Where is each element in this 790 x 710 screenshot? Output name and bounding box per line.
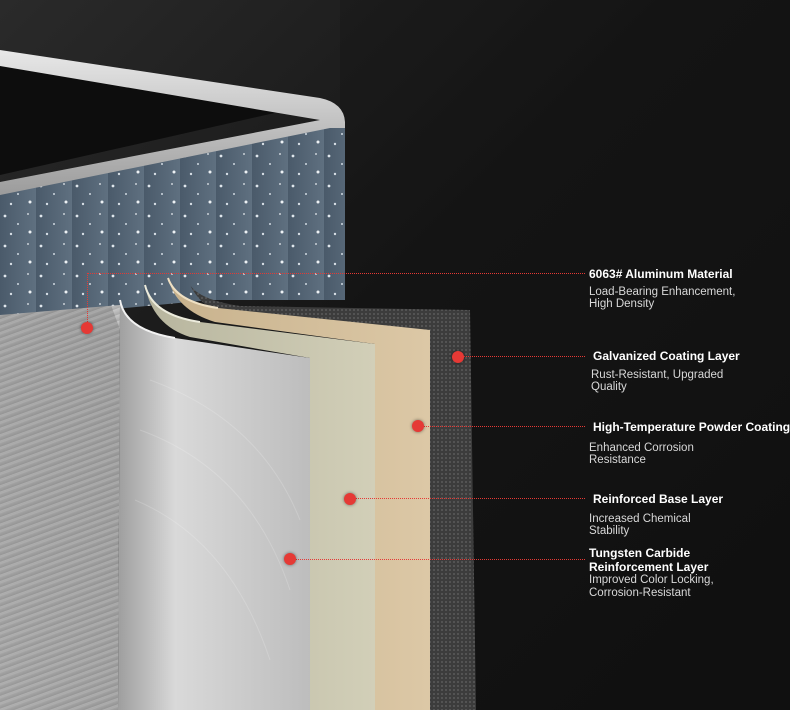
- layer-4-desc-line-2: Stability: [589, 525, 630, 537]
- leader-line-2: [460, 356, 585, 357]
- marker-dot-4: [344, 493, 356, 505]
- layer-3-desc-line-2: Resistance: [589, 454, 646, 466]
- layer-3-desc-line-1: Enhanced Corrosion: [589, 442, 694, 454]
- leader-line-4: [352, 498, 585, 499]
- layer-5-title-line-1: Tungsten Carbide: [589, 546, 691, 560]
- leader-line-3: [420, 426, 585, 427]
- layer-3-title: High-Temperature Powder Coating La: [593, 420, 790, 434]
- layer-5-title-line-2: Reinforcement Layer: [589, 560, 709, 574]
- layer-1-desc-line-2: High Density: [589, 298, 655, 310]
- layer-2-desc-line-1: Rust-Resistant, Upgraded: [591, 369, 724, 381]
- marker-dot-1: [81, 322, 93, 334]
- marker-dot-3: [412, 420, 424, 432]
- layer-2-title: Galvanized Coating Layer: [593, 349, 740, 363]
- leader-line-1: [88, 273, 585, 274]
- leader-line-5: [292, 559, 585, 560]
- marker-dot-2: [452, 351, 464, 363]
- layer-5-desc-line-1: Improved Color Locking,: [589, 574, 714, 586]
- leader-line-1-drop: [87, 273, 88, 328]
- layer-1-title: 6063# Aluminum Material: [589, 267, 733, 281]
- layer-2-desc-line-2: Quality: [591, 381, 627, 393]
- marker-dot-5: [284, 553, 296, 565]
- layer-1-desc-line-1: Load-Bearing Enhancement,: [589, 286, 736, 298]
- layer-4-title: Reinforced Base Layer: [593, 492, 724, 506]
- layer-5-desc-line-2: Corrosion-Resistant: [589, 587, 691, 599]
- layer-4-desc-line-1: Increased Chemical: [589, 513, 691, 525]
